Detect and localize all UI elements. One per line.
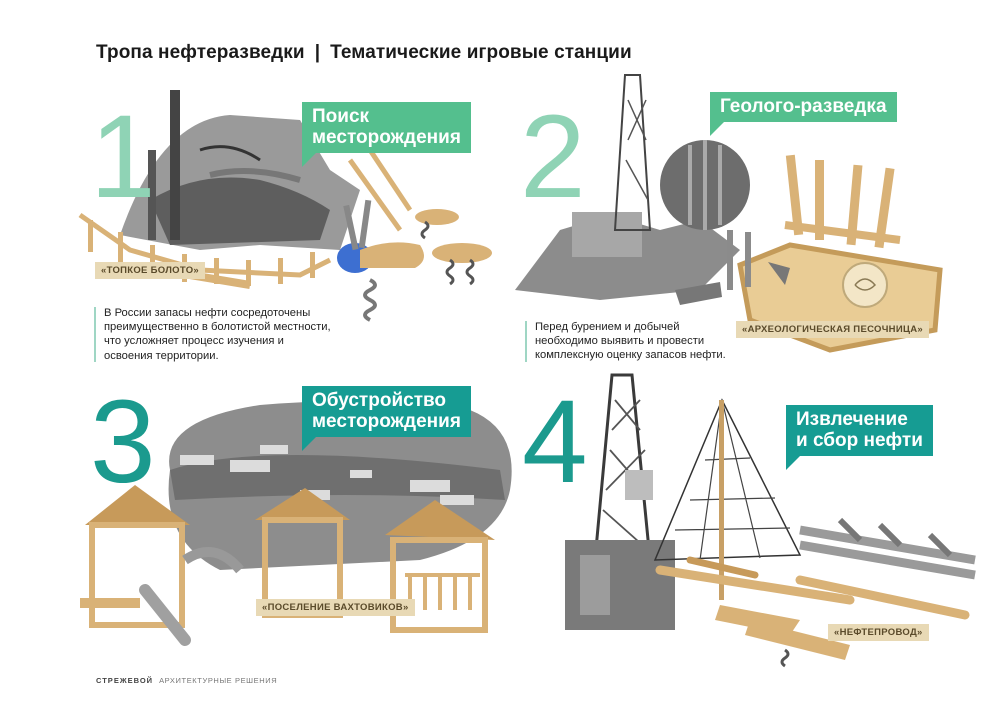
station-2-heading: Геолого-разведка <box>710 92 897 136</box>
footer-brand-logo: СТРЕЖЕВОЙ <box>96 676 154 685</box>
station-3-heading-line-1: Обустройство <box>312 390 447 411</box>
station-3-tag: «ПОСЕЛЕНИЕ ВАХТОВИКОВ» <box>256 599 415 616</box>
rope-pyramid <box>653 398 802 600</box>
footer: СТРЕЖЕВОЙ АРХИТЕКТУРНЫЕ РЕШЕНИЯ <box>96 676 277 685</box>
station-1-description: В России запасы нефти сосредоточены преи… <box>94 306 331 363</box>
station-2-tag: «АРХЕОЛОГИЧЕСКАЯ ПЕСОЧНИЦА» <box>736 321 929 338</box>
title-separator: | <box>314 42 321 63</box>
title-part-2: Тематические игровые станции <box>330 42 632 63</box>
station-1-description-line: что усложняет процесс изучения и <box>104 335 284 348</box>
station-2-description-line: Перед бурением и добычей <box>535 321 680 333</box>
station-4-heading-line-2: и сбор нефти <box>796 430 923 451</box>
station-1-description-line: преимущественно в болотистой местности, <box>104 321 331 334</box>
station-2-description-line: необходимо выявить и провести <box>535 335 705 348</box>
page-title: Тропа нефтеразведки | Тематические игровые… <box>96 42 632 64</box>
drill-site-illustration <box>515 74 750 300</box>
log-balance-beams <box>655 556 970 668</box>
station-3-heading: Обустройство месторождения <box>302 386 471 451</box>
sand-tools <box>675 230 790 305</box>
callout-tail <box>786 456 800 470</box>
swamp-illustration <box>120 90 360 250</box>
callout-tail <box>710 122 724 136</box>
station-2-number: 2 <box>520 91 586 223</box>
station-2-heading-line-1: Геолого-разведка <box>720 96 887 117</box>
station-1-heading-line-2: месторождения <box>312 127 461 148</box>
title-part-1: Тропа нефтеразведки <box>96 42 305 63</box>
footer-subtitle: АРХИТЕКТУРНЫЕ РЕШЕНИЯ <box>159 676 278 685</box>
station-1-heading-line-1: Поиск <box>312 106 370 127</box>
station-2-description: Перед бурением и добычей необходимо выяв… <box>525 320 726 363</box>
station-1-number: 1 <box>90 91 156 223</box>
bug-spring-rider <box>337 199 424 322</box>
station-4-heading: Извлечение и сбор нефти <box>786 405 933 470</box>
station-1-tag: «ТОПКОЕ БОЛОТО» <box>95 262 206 279</box>
station-4-number: 4 <box>522 376 588 508</box>
wooden-houses <box>80 485 495 646</box>
station-4-tag: «НЕФТЕПРОВОД» <box>828 624 929 641</box>
mushroom-seats <box>415 209 492 286</box>
station-1-description-line: освоения территории. <box>104 349 219 362</box>
station-1-heading: Поиск месторождения <box>302 102 471 167</box>
station-2-description-line: комплексную оценку запасов нефти. <box>535 349 726 362</box>
station-4-heading-line-1: Извлечение <box>796 409 908 430</box>
callout-tail <box>302 153 316 167</box>
station-1-description-line: В России запасы нефти сосредоточены <box>104 307 311 319</box>
pipeline <box>799 517 976 580</box>
station-3-heading-line-2: месторождения <box>312 411 461 432</box>
callout-tail <box>302 437 316 451</box>
station-3-number: 3 <box>90 376 156 508</box>
